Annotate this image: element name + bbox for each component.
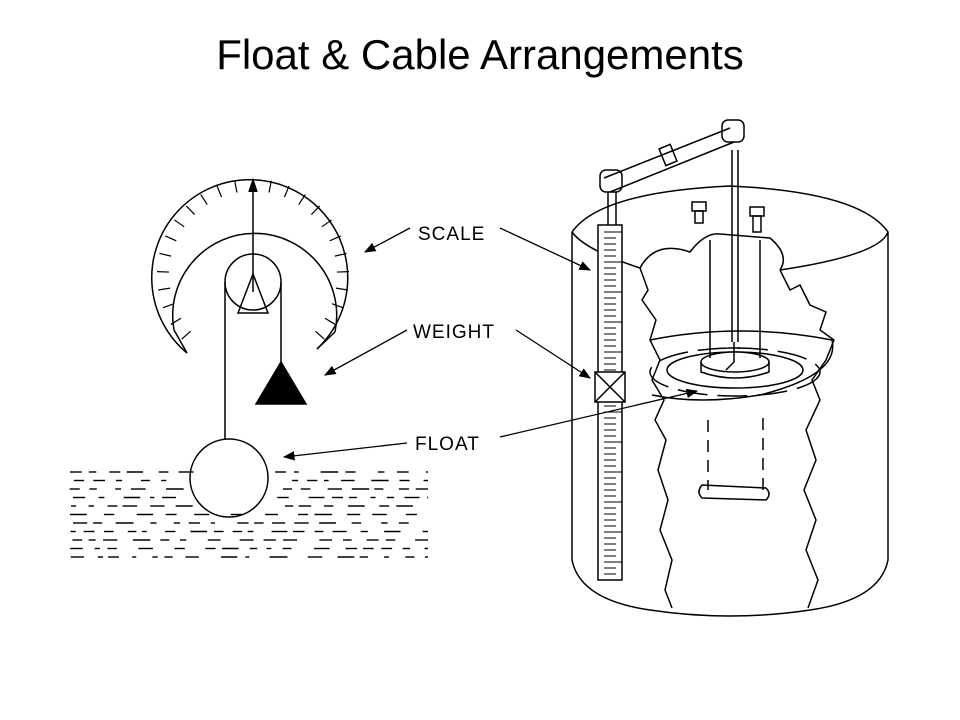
tank-bolt-2: [749, 206, 765, 233]
counterweight-icon: [254, 360, 308, 405]
tank-top-rim-left: [571, 231, 641, 269]
ripple-2: [649, 347, 821, 397]
overhead-arm: [599, 119, 745, 225]
label-scale-text: SCALE: [418, 224, 485, 245]
tank-wall-left: [571, 232, 651, 611]
tank-wall-right: [809, 232, 889, 611]
tank-float-hook: [725, 342, 740, 371]
dial-pointer-head: [248, 177, 258, 193]
tank-anchor-bar: [698, 484, 770, 501]
water-surface: [69, 471, 428, 558]
label-weight-text: WEIGHT: [413, 322, 495, 343]
dial-scale-ticks: [157, 179, 349, 340]
tank-top-rim: [571, 185, 889, 271]
tank-assembly: [571, 119, 889, 617]
label-float: FLOAT: [282, 388, 699, 461]
tank-bolt-1: [691, 201, 707, 224]
tank-bottom: [649, 609, 811, 617]
slide-title: Float & Cable Arrangements: [216, 31, 744, 78]
float-ball: [189, 438, 269, 518]
simple-gauge-assembly: [151, 177, 349, 518]
pulley-bracket: [236, 271, 270, 314]
tank-cutaway-edge-left: [639, 267, 673, 609]
tank-float-side: [700, 362, 770, 379]
tank-float-top: [700, 351, 770, 373]
label-scale: SCALE: [363, 224, 592, 271]
tank-gauge-board-ticks: [604, 231, 622, 575]
liquid-surface: [649, 330, 834, 401]
tank-cutaway-edge-right: [779, 269, 835, 609]
dial-scale-arc: [151, 179, 349, 354]
label-float-text: FLOAT: [415, 434, 480, 455]
tank-gauge-weight: [594, 371, 626, 403]
tank-cutaway-top: [639, 233, 785, 271]
label-weight: WEIGHT: [323, 322, 591, 379]
